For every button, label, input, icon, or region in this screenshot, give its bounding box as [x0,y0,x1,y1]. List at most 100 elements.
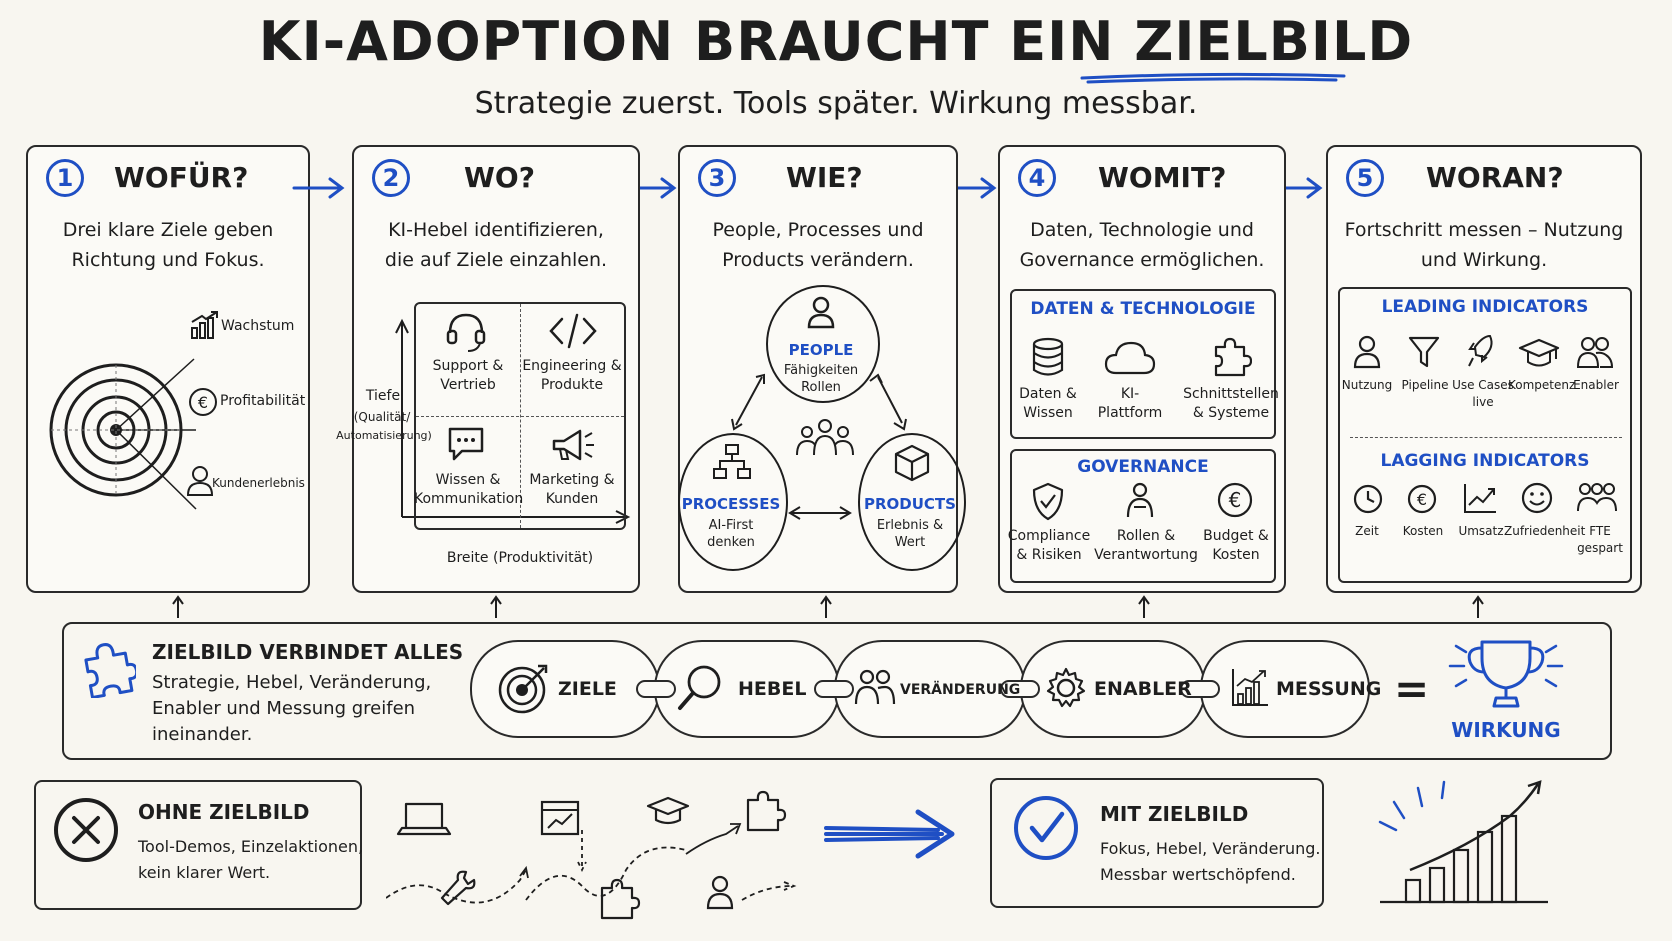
step-number: 2 [372,159,410,197]
quadrant-line: Kunden [545,491,599,507]
connect-line: Strategie, Hebel, Veränderung, [152,672,432,693]
step-number: 3 [698,159,736,197]
euro-icon: € [1407,484,1437,514]
chain-link [636,680,676,698]
governance-box [1010,449,1276,583]
with-title: MIT ZIELBILD [1100,802,1249,826]
lagging-label: Kosten [1402,524,1444,538]
chain-label: VERÄNDERUNG [900,682,1021,698]
connect-line: Enabler und Messung greifen [152,698,416,719]
user-icon [1353,335,1381,369]
target-icon [49,358,197,510]
desc-line: die auf Ziele einzahlen. [384,249,608,271]
quadrant-label: Engineering & Produkte [518,357,626,395]
processes-line: denken [707,535,755,550]
without-title: OHNE ZIELBILD [138,800,310,824]
without-line: kein klarer Wert. [138,863,271,882]
governance-item: Budget & Kosten [1196,527,1276,565]
data-item-line: Daten & [1019,386,1077,402]
data-item-line: KI- [1120,386,1140,402]
chain-item-ziele [470,640,660,738]
connect-line: ineinander. [152,724,253,745]
connector-box [62,622,1612,760]
funnel-icon [1408,336,1440,368]
people-circle [766,285,880,403]
svg-text:€: € [1229,488,1242,512]
governance-item-line: Compliance [1007,528,1091,544]
page-title: KI-ADOPTION BRAUCHT EIN ZIELBILD [258,10,1414,73]
data-item: Daten & Wissen [1008,385,1088,423]
goal-label: Wachstum [221,318,295,334]
equals-sign: = [1394,664,1430,713]
people-group-icon [854,669,896,705]
data-item-line: & Systeme [1192,405,1270,421]
big-arrow-right-icon [824,809,955,859]
goal-label: Profitabilität [220,393,306,409]
lagging-line: FTE [1589,524,1611,538]
step-question: WOFÜR? [114,161,249,194]
arrow-right-icon [292,177,345,199]
products-lines: Erlebnis & Wert [858,517,962,551]
without-box [34,780,362,910]
step-description: Fortschritt messen – Nutzung und Wirkung… [1328,215,1640,275]
roles-icon [1126,482,1154,518]
chain-label: HEBEL [738,678,807,700]
with-line: Fokus, Hebel, Veränderung. [1100,839,1321,858]
graduation-cap-icon [1518,338,1560,367]
quadrant-label: Support & Vertrieb [416,357,520,395]
connect-title: ZIELBILD VERBINDET ALLES [152,640,464,664]
desc-line: Fortschritt messen – Nutzung [1344,219,1624,241]
person-icon [807,296,835,329]
lagging-label: FTE gespart [1568,523,1632,557]
quadrant-line: Support & [432,358,504,374]
products-line: Erlebnis & [876,518,944,533]
quadrant-line: Vertrieb [440,377,496,393]
data-tech-box [1010,289,1276,439]
step-description: KI-Hebel identifizieren, die auf Ziele e… [354,215,638,275]
y-axis-label: (Qualität/ [353,410,411,424]
with-line: Messbar wertschöpfend. [1100,865,1296,884]
chain-item-veraenderung [834,640,1026,738]
quadrant-label: Marketing & Kunden [518,471,626,509]
governance-item-line: & Risiken [1016,547,1082,563]
chain-item-messung [1200,640,1370,738]
products-title: PRODUCTS [864,495,956,513]
step-2-card: 2 WO? KI-Hebel identifizieren, die auf Z… [336,145,640,593]
governance-item: Compliance & Risiken [1006,527,1092,565]
growth-chart-icon [191,311,218,339]
step-question: WORAN? [1426,161,1564,194]
title-underline [1080,72,1346,84]
indicator-divider [1350,437,1622,438]
magnifier-icon [678,665,721,710]
with-box [990,778,1324,908]
quadrant-line: Kommunikation [414,491,524,507]
y-axis-label: Tiefe [365,388,401,404]
result-label: WIRKUNG [1451,718,1561,742]
step-number: 4 [1018,159,1056,197]
cloud-icon [1104,341,1156,375]
desc-line: Daten, Technologie und [1030,219,1254,241]
quadrant-label: Wissen & Kommunikation [414,471,524,509]
chain-link [1000,680,1040,698]
lever-matrix [414,302,626,530]
desc-line: Products verändern. [722,249,914,271]
step-number: 1 [46,159,84,197]
megaphone-icon [552,429,594,461]
governance-item-line: Budget & [1203,528,1269,544]
rocket-icon [1468,334,1493,367]
step-3-card: 3 WIE? People, Processes und Products ve… [678,145,966,593]
gear-icon [1046,667,1086,708]
goal-label: Kundenerlebnis [212,476,305,490]
governance-item-line: Kosten [1212,547,1260,563]
desc-line: KI-Hebel identifizieren, [388,219,604,241]
people-line: Rollen [801,380,841,395]
step-number: 5 [1346,159,1384,197]
data-item: KI- Plattform [1090,385,1170,423]
smiley-icon [1521,482,1553,514]
leading-line: live [1472,395,1494,409]
quadrant-line: Produkte [540,377,604,393]
customer-icon [186,466,214,496]
enabler-people-icon [1576,337,1614,368]
step-question: WO? [464,161,535,194]
bar-chart-icon [1232,669,1268,706]
